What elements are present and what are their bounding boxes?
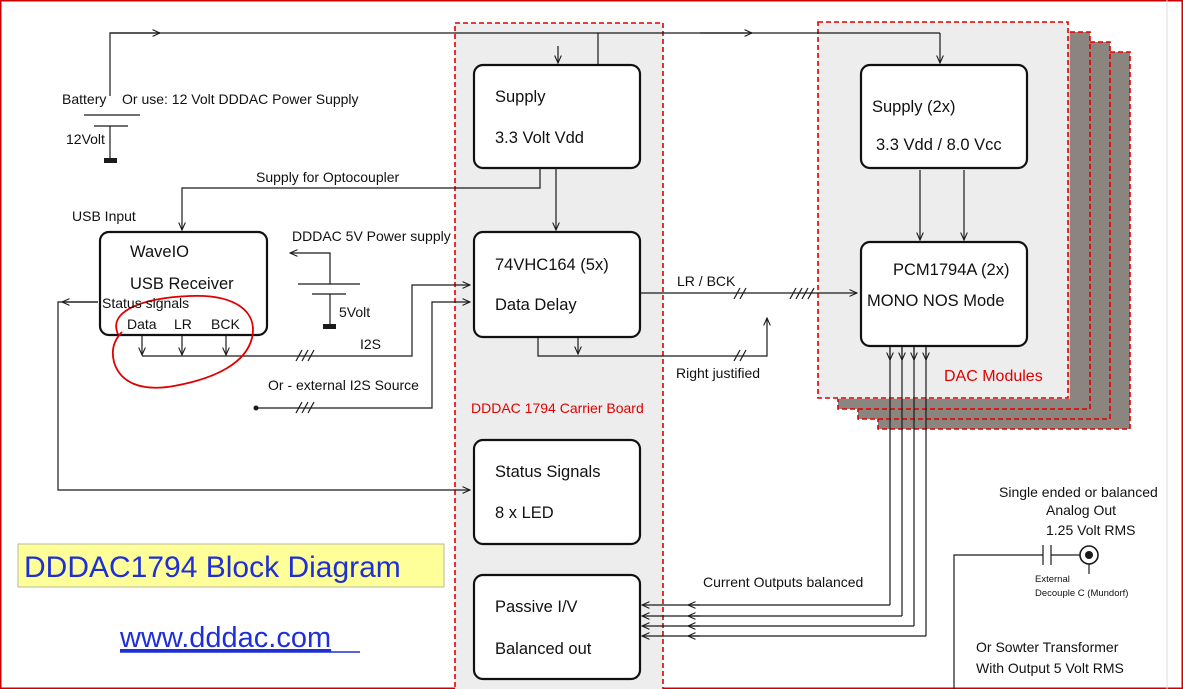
carrier-board-label: DDDAC 1794 Carrier Board <box>471 400 644 416</box>
pcm-block-title: PCM1794A (2x) <box>893 261 1009 279</box>
status-block-title: Status Signals <box>495 463 600 481</box>
data-pin-label: Data <box>127 316 157 332</box>
sowter-line2: With Output 5 Volt RMS <box>976 660 1124 676</box>
iv-block-title: Passive I/V <box>495 598 578 616</box>
data-delay-block-title: 74VHC164 (5x) <box>495 256 609 274</box>
decouple-label: Decouple C (Mundorf) <box>1035 588 1128 599</box>
waveio-block: WaveIO USB Receiver <box>98 230 269 337</box>
external-i2s-label: Or - external I2S Source <box>268 377 419 393</box>
external-label: External <box>1035 574 1070 585</box>
or-use-label: Or use: 12 Volt DDDAC Power Supply <box>122 91 359 107</box>
analog-out-line3: 1.25 Volt RMS <box>1046 522 1136 538</box>
bck-pin-label: BCK <box>211 316 240 332</box>
twelve-volt-label: 12Volt <box>66 131 105 147</box>
diagram-title: DDDAC1794 Block Diagram <box>24 551 401 584</box>
supply-optocoupler-label: Supply for Optocoupler <box>256 169 400 185</box>
analog-out-line2: Analog Out <box>1046 502 1116 518</box>
dac-modules-outline <box>817 21 1069 399</box>
i2s-label: I2S <box>360 336 381 352</box>
analog-out-line1: Single ended or balanced <box>999 484 1158 500</box>
lr-bck-label: LR / BCK <box>677 273 736 289</box>
title-box <box>17 543 445 588</box>
usb-input-label: USB Input <box>72 208 136 224</box>
wiring <box>57 33 1099 689</box>
iv-block-subtitle: Balanced out <box>495 640 592 658</box>
supply-block-subtitle: 3.3 Volt Vdd <box>495 129 584 147</box>
pcm-block: PCM1794A (2x) MONO NOS Mode <box>859 240 1029 348</box>
carrier-board-outline <box>454 22 664 689</box>
five-volt-label: 5Volt <box>339 304 370 320</box>
psu-5v-label: DDDAC 5V Power supply <box>292 228 451 244</box>
dac-modules-label: DAC Modules <box>944 368 1043 385</box>
waveio-block-subtitle: USB Receiver <box>130 275 234 293</box>
dac-supply-block: Supply (2x) 3.3 Vdd / 8.0 Vcc <box>859 63 1029 170</box>
battery-label: Battery <box>62 91 106 107</box>
waveio-block-title: WaveIO <box>130 243 189 261</box>
data-delay-block-subtitle: Data Delay <box>495 296 577 314</box>
dac-supply-block-title: Supply (2x) <box>872 98 955 116</box>
current-outputs-label: Current Outputs balanced <box>703 574 863 590</box>
supply-block-title: Supply <box>495 88 546 106</box>
supply-block: Supply 3.3 Volt Vdd <box>472 63 642 170</box>
status-signals-label: Status signals <box>102 295 189 311</box>
status-signals-block: Status Signals 8 x LED <box>472 438 642 546</box>
pcm-block-subtitle: MONO NOS Mode <box>867 292 1005 310</box>
lr-pin-label: LR <box>174 316 192 332</box>
website-link[interactable]: www.dddac.com <box>119 622 331 654</box>
passive-iv-block: Passive I/V Balanced out <box>472 573 642 681</box>
dac-supply-block-subtitle: 3.3 Vdd / 8.0 Vcc <box>876 136 1002 154</box>
sowter-line1: Or Sowter Transformer <box>976 639 1119 655</box>
highlight-circle <box>111 295 254 389</box>
data-delay-block: 74VHC164 (5x) Data Delay <box>472 230 642 339</box>
status-block-subtitle: 8 x LED <box>495 504 554 522</box>
right-justified-label: Right justified <box>676 365 760 381</box>
